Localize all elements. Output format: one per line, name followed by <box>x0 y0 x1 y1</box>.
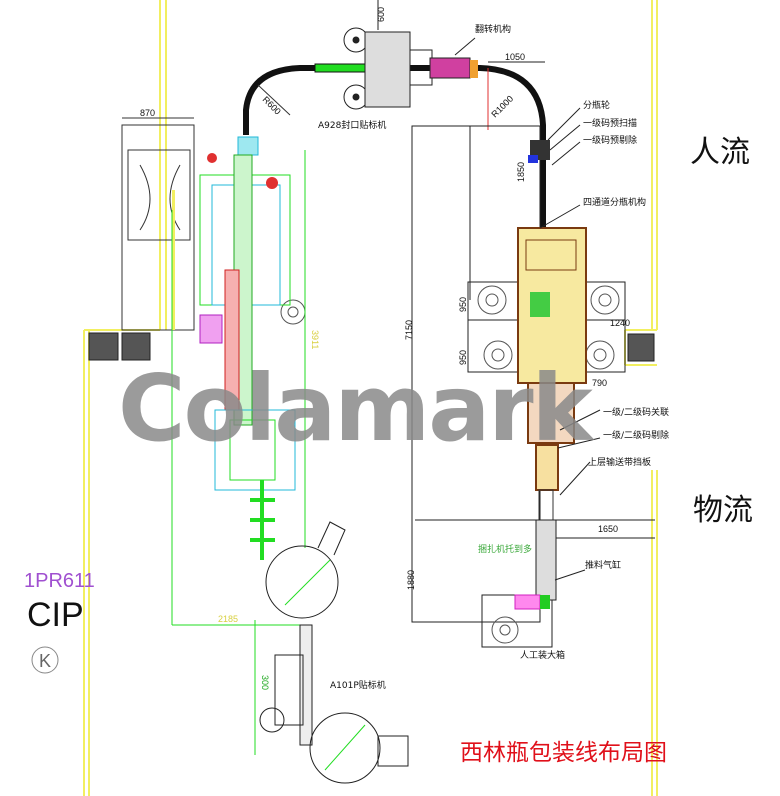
column <box>88 332 119 361</box>
dim-7150: 7150 <box>404 320 414 340</box>
zone-material-flow: 物流 <box>693 493 753 528</box>
conveyor-curve-left <box>243 65 340 135</box>
label-push-cylinder: 推料气缸 <box>585 559 621 571</box>
label-four-channel: 四通道分瓶机构 <box>583 196 646 208</box>
dim-600: 600 <box>376 7 386 22</box>
sealing-labeler-machine <box>343 0 433 110</box>
dim-870: 870 <box>140 108 155 118</box>
room-symbol-icon <box>31 646 59 674</box>
dim-1240: 1240 <box>610 318 630 328</box>
flip-part <box>470 60 478 78</box>
dim-1650: 1650 <box>598 524 618 534</box>
dim-1050: 1050 <box>505 52 525 62</box>
label-sealing-labeler: A928封口贴标机 <box>318 119 386 131</box>
dim-1850: 1850 <box>516 162 526 182</box>
room-type: CIP <box>27 596 84 634</box>
dim-950-a: 950 <box>458 297 468 312</box>
right-leaders <box>539 107 601 581</box>
label-pre-reject: 一级码预剔除 <box>583 134 637 146</box>
label-bundle: 捆扎机托到多 <box>478 543 532 555</box>
label-upper-guard: 上层输送带挡板 <box>588 456 651 468</box>
room-code: 1PR611 <box>24 570 95 592</box>
dim-2185: 2185 <box>218 614 238 624</box>
four-channel-machine <box>514 140 587 610</box>
radius-line <box>257 84 291 116</box>
dim-790: 790 <box>592 378 607 388</box>
column <box>121 332 151 361</box>
label-manual-box: 人工装大箱 <box>520 649 565 661</box>
label-pre-scan: 一级码预扫描 <box>583 117 637 129</box>
door-area <box>121 117 195 331</box>
label-reject-code: 一级/二级码剔除 <box>603 429 669 441</box>
dim-1880: 1880 <box>406 570 416 590</box>
flip-mechanism <box>429 57 471 79</box>
turntable-top <box>265 521 346 619</box>
watermark-logo: Colamark <box>118 355 595 462</box>
label-flip: 翻转机构 <box>475 23 511 35</box>
dim-300: 300 <box>260 675 270 690</box>
robot-icons <box>280 285 620 644</box>
column <box>627 333 655 362</box>
conveyor-line-top <box>340 65 546 240</box>
left-line-machine <box>171 136 306 626</box>
dim-r1000: R1000 <box>489 94 515 120</box>
label-link-code: 一级/二级码关联 <box>603 406 669 418</box>
dim-3911: 3911 <box>310 330 320 349</box>
label-split-wheel: 分瓶轮 <box>583 99 610 111</box>
dim-950-b: 950 <box>458 350 468 365</box>
drawing-title: 西林瓶包装线布局图 <box>460 740 667 766</box>
zone-people-flow: 人流 <box>690 135 750 170</box>
room-symbol: K <box>39 651 51 671</box>
label-labeler: A101P贴标机 <box>330 679 386 691</box>
leader-line <box>454 37 476 56</box>
labeler-machine <box>254 620 409 784</box>
